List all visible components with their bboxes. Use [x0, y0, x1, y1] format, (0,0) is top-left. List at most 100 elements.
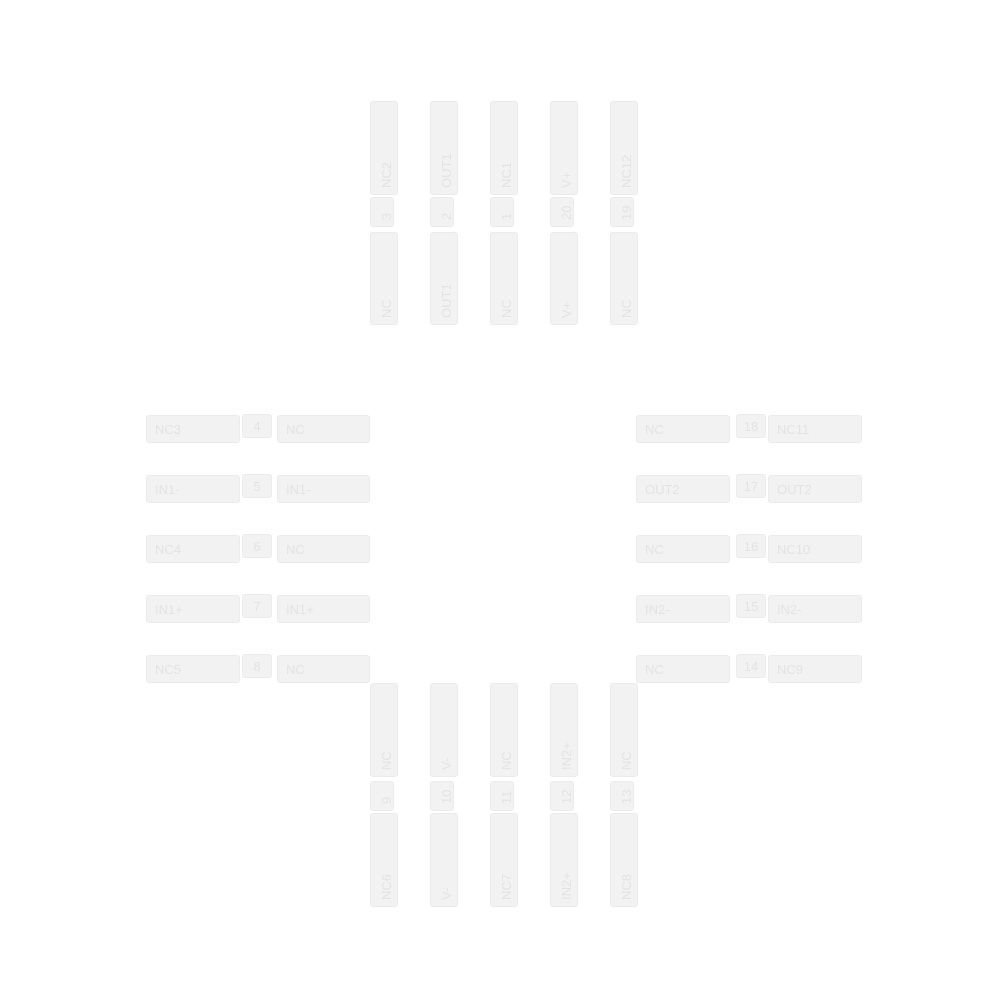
- pin-5-outer-label: IN1-: [146, 475, 240, 503]
- pin-13-inner-text: NC: [619, 751, 634, 770]
- pin-11-outer-text: NC7: [499, 873, 514, 900]
- pin-9-inner-label: NC: [370, 683, 398, 777]
- pin-4-outer-text: NC3: [155, 421, 182, 437]
- pin-15-number-box: 15: [736, 594, 766, 618]
- pin-4-inner-text: NC: [286, 421, 305, 437]
- pin-15-inner-label: IN2-: [636, 595, 730, 623]
- pin-6-inner-label: NC: [277, 535, 370, 563]
- pin-13-inner-label: NC: [610, 683, 638, 777]
- pin-11-inner-text: NC: [499, 751, 514, 770]
- pin-2-outer-text: OUT1: [439, 153, 454, 188]
- pin-9-number-box: 9: [370, 781, 394, 811]
- pin-11-number: 11: [499, 790, 514, 805]
- pin-2-inner-text: OUT1: [439, 283, 454, 318]
- pin-5-outer-text: IN1-: [155, 481, 180, 497]
- pin-9-inner-text: NC: [379, 751, 394, 770]
- pin-16-number: 16: [743, 538, 759, 554]
- pin-12-inner-text: IN2+: [559, 742, 574, 770]
- pin-10-outer-label: V-: [430, 813, 458, 907]
- pin-1-number: 1: [499, 212, 514, 220]
- pin-15-outer-text: IN2-: [777, 601, 802, 617]
- pin-14-number: 14: [743, 658, 759, 674]
- pin-16-inner-text: NC: [645, 541, 664, 557]
- pin-7-number-box: 7: [242, 594, 272, 618]
- pin-1-inner-text: NC: [499, 299, 514, 318]
- pin-19-number-box: 19: [610, 197, 634, 227]
- pin-8-inner-text: NC: [286, 661, 305, 677]
- pin-7-inner-text: IN1+: [286, 601, 314, 617]
- pin-5-number: 5: [253, 478, 261, 494]
- pin-10-outer-text: V-: [439, 887, 454, 900]
- pin-16-inner-label: NC: [636, 535, 730, 563]
- pin-6-number: 6: [253, 538, 261, 554]
- pin-11-inner-label: NC: [490, 683, 518, 777]
- pin-14-outer-text: NC9: [777, 661, 804, 677]
- pin-20-outer-label: V+: [550, 101, 578, 195]
- pin-8-outer-label: NC5: [146, 655, 240, 683]
- pin-9-outer-text: NC6: [379, 873, 394, 900]
- pin-1-outer-label: NC1: [490, 101, 518, 195]
- pin-4-outer-label: NC3: [146, 415, 240, 443]
- pin-18-inner-label: NC: [636, 415, 730, 443]
- pin-20-inner-text: V+: [559, 301, 574, 318]
- pin-1-inner-label: NC: [490, 232, 518, 325]
- pin-2-outer-label: OUT1: [430, 101, 458, 195]
- pin-17-number: 17: [743, 478, 759, 494]
- pin-17-outer-text: OUT2: [777, 481, 812, 497]
- pin-18-outer-text: NC11: [777, 421, 810, 437]
- pin-20-outer-text: V+: [559, 171, 574, 188]
- pin-9-outer-label: NC6: [370, 813, 398, 907]
- pin-7-number: 7: [253, 598, 261, 614]
- pin-19-inner-text: NC: [619, 299, 634, 318]
- pin-10-inner-text: V-: [439, 757, 454, 770]
- pin-18-number-box: 18: [736, 414, 766, 438]
- pin-17-inner-text: OUT2: [645, 481, 680, 497]
- pin-12-inner-label: IN2+: [550, 683, 578, 777]
- pin-5-inner-label: IN1-: [277, 475, 370, 503]
- pin-14-outer-label: NC9: [768, 655, 862, 683]
- pin-8-inner-label: NC: [277, 655, 370, 683]
- pin-2-inner-label: OUT1: [430, 232, 458, 325]
- pin-3-outer-label: NC2: [370, 101, 398, 195]
- pin-9-number: 9: [379, 796, 394, 804]
- pin-15-number: 15: [743, 598, 759, 614]
- pin-11-number-box: 11: [490, 781, 514, 811]
- pin-6-outer-label: NC4: [146, 535, 240, 563]
- pin-10-number-box: 10: [430, 781, 454, 811]
- pin-10-number: 10: [439, 789, 454, 804]
- pin-4-inner-label: NC: [277, 415, 370, 443]
- pin-3-outer-text: NC2: [379, 161, 394, 188]
- pin-5-number-box: 5: [242, 474, 272, 498]
- pin-13-outer-label: NC8: [610, 813, 638, 907]
- pin-7-outer-text: IN1+: [155, 601, 183, 617]
- pin-2-number: 2: [439, 212, 454, 220]
- pin-13-outer-text: NC8: [619, 873, 634, 900]
- pin-15-inner-text: IN2-: [645, 601, 670, 617]
- pin-17-outer-label: OUT2: [768, 475, 862, 503]
- pin-5-inner-text: IN1-: [286, 481, 311, 497]
- pin-16-outer-text: NC10: [777, 541, 811, 557]
- pin-2-number-box: 2: [430, 197, 454, 227]
- pin-6-outer-text: NC4: [155, 541, 182, 557]
- pin-13-number-box: 13: [610, 781, 634, 811]
- pin-14-inner-label: NC: [636, 655, 730, 683]
- pin-1-number-box: 1: [490, 197, 514, 227]
- pin-20-number: 20: [559, 205, 574, 220]
- pin-17-inner-label: OUT2: [636, 475, 730, 503]
- pin-19-number: 19: [619, 205, 634, 220]
- pin-11-outer-label: NC7: [490, 813, 518, 907]
- pin-6-inner-text: NC: [286, 541, 305, 557]
- pin-17-number-box: 17: [736, 474, 766, 498]
- pin-1-outer-text: NC1: [499, 161, 514, 188]
- pin-14-number-box: 14: [736, 654, 766, 678]
- pin-12-number-box: 12: [550, 781, 574, 811]
- pin-15-outer-label: IN2-: [768, 595, 862, 623]
- pin-13-number: 13: [619, 789, 634, 804]
- pin-7-inner-label: IN1+: [277, 595, 370, 623]
- pin-12-number: 12: [559, 789, 574, 804]
- pin-6-number-box: 6: [242, 534, 272, 558]
- pin-16-number-box: 16: [736, 534, 766, 558]
- pin-19-outer-label: NC12: [610, 101, 638, 195]
- pin-20-number-box: 20: [550, 197, 574, 227]
